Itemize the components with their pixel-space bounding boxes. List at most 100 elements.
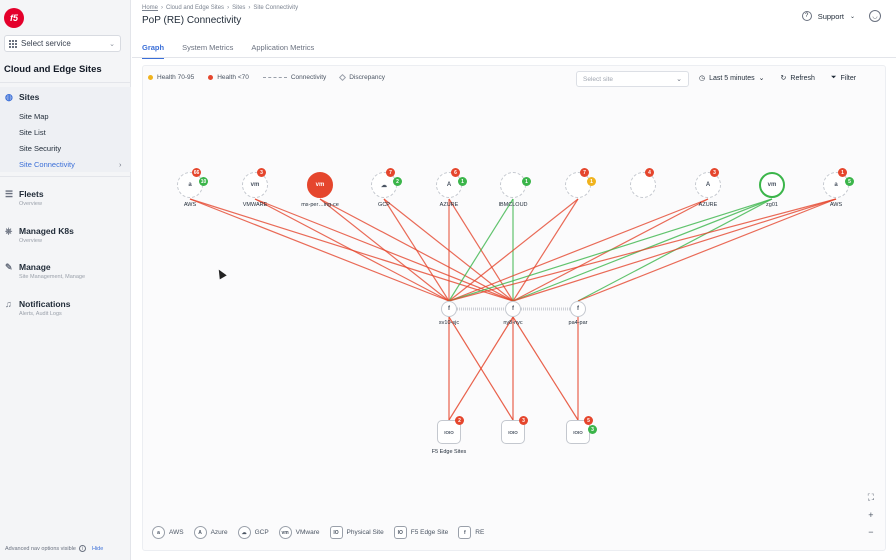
connectivity-edge[interactable]	[448, 316, 514, 421]
legend-connectivity-label: Connectivity	[290, 74, 327, 81]
legend-f5-edge-label: F5 Edge Site	[410, 529, 449, 536]
f5-logo[interactable]: f5	[4, 8, 24, 28]
breadcrumb-current: Site Connectivity	[253, 5, 299, 11]
breadcrumb-sites[interactable]: Sites	[232, 5, 246, 11]
top-right-actions: ? Support ⌄ ◡	[801, 10, 881, 22]
nav-managed-k8s[interactable]: ⎈ Managed K8s	[5, 226, 74, 236]
time-range-select[interactable]: ◷ Last 5 minutes ⌄	[699, 74, 765, 83]
yellow-dot-icon	[148, 75, 153, 80]
nav-notifications[interactable]: ♫ Notifications	[5, 299, 70, 309]
connectivity-edge[interactable]	[319, 198, 450, 302]
nav-managed-k8s-label: Managed K8s	[19, 226, 74, 236]
site-select-placeholder: Select site	[583, 75, 613, 83]
support-button[interactable]: Support	[817, 11, 844, 21]
legend-re-label: RE	[475, 529, 485, 536]
service-select[interactable]: Select service ⌄	[4, 35, 121, 52]
page-title: PoP (RE) Connectivity	[142, 15, 242, 26]
connectivity-edge[interactable]	[383, 198, 450, 302]
health-bad-badge: 4	[645, 168, 654, 177]
re-node-pa4[interactable]: f	[570, 301, 586, 317]
health-warn-badge: 1	[587, 177, 596, 186]
refresh-label: Refresh	[790, 74, 815, 82]
connectivity-edge[interactable]	[512, 198, 837, 302]
connectivity-edge[interactable]	[448, 198, 837, 302]
nav-manage[interactable]: ✎ Manage	[5, 262, 51, 272]
filter-icon: ⏷	[830, 74, 837, 81]
nav-site-security[interactable]: Site Security	[19, 144, 62, 153]
breadcrumb-home[interactable]: Home	[142, 5, 159, 11]
connectivity-edge[interactable]	[577, 198, 837, 302]
section-title: Cloud and Edge Sites	[4, 64, 102, 75]
connectivity-edge[interactable]	[448, 198, 579, 302]
connectivity-edge[interactable]	[189, 198, 450, 302]
re-node-label: pa4-par	[568, 320, 588, 326]
legend-discrepancy-label: Discrepancy	[349, 74, 386, 81]
re-node-label: sv10-sjc	[438, 320, 460, 326]
health-good-badge: 10	[199, 177, 208, 186]
vmware-icon: vm	[278, 526, 292, 539]
health-bad-badge: 2	[455, 416, 464, 425]
connectivity-edge[interactable]	[512, 198, 579, 302]
site-node-label: VMWARE	[242, 202, 268, 208]
site-node-label: IBMCLOUD	[498, 202, 528, 208]
nav-fleets-sub: Overview	[19, 201, 42, 207]
connectivity-edge[interactable]	[448, 198, 514, 302]
service-select-label: Select service	[21, 39, 71, 48]
health-good-badge: 5	[845, 177, 854, 186]
connectivity-edge[interactable]	[512, 316, 579, 421]
legend-health-warn: Health 70-95	[148, 74, 194, 81]
health-good-badge: 1	[522, 177, 531, 186]
site-node-ibm[interactable]	[500, 172, 526, 198]
zoom-out-button[interactable]: −	[868, 527, 874, 537]
nav-site-connectivity-label: Site Connectivity	[19, 160, 75, 169]
site-node-label: AWS	[829, 202, 843, 208]
tab-application-metrics[interactable]: Application Metrics	[251, 43, 315, 52]
connectivity-edge[interactable]	[448, 198, 709, 302]
chevron-down-icon: ⌄	[849, 13, 855, 20]
legend-top: Health 70-95 Health <70 Connectivity Dis…	[148, 73, 386, 82]
tab-graph[interactable]: Graph	[142, 43, 165, 59]
graph-controls: ◷ Last 5 minutes ⌄ ↻ Refresh ⏷ Filter	[699, 74, 856, 82]
site-select[interactable]: Select site ⌄	[576, 71, 689, 87]
zoom-controls: ⛶ + −	[868, 492, 874, 537]
breadcrumb-cloud-edge[interactable]: Cloud and Edge Sites	[166, 5, 225, 11]
edge-node-label: F5 Edge Sites	[431, 449, 467, 455]
health-bad-badge: 7	[580, 168, 589, 177]
sidebar: f5 Select service ⌄ Cloud and Edge Sites…	[0, 0, 131, 560]
nav-notifications-label: Notifications	[19, 299, 71, 309]
nav-site-list[interactable]: Site List	[19, 128, 46, 137]
health-good-badge: 1	[458, 177, 467, 186]
f5-edge-site-icon: IO	[393, 526, 407, 539]
refresh-button[interactable]: ↻ Refresh	[781, 74, 815, 83]
fit-view-icon[interactable]: ⛶	[867, 492, 874, 502]
filter-label: Filter	[840, 74, 857, 82]
nav-fleets-label: Fleets	[19, 189, 44, 199]
health-bad-badge: 3	[710, 168, 719, 177]
hide-link[interactable]: Hide	[91, 545, 104, 552]
zoom-in-button[interactable]: +	[868, 510, 874, 520]
nav-site-connectivity[interactable]: Site Connectivity ›	[19, 160, 122, 169]
site-node-label: ms-per…ing-ce	[301, 202, 339, 208]
site-node-zg01[interactable]: vm	[759, 172, 785, 198]
support-icon: ?	[801, 11, 812, 21]
nav-fleets[interactable]: ☰ Fleets	[5, 189, 44, 199]
site-node-label: AZURE	[439, 202, 459, 208]
site-node-vmware[interactable]: vm	[242, 172, 268, 198]
tabs: Graph System Metrics Application Metrics	[142, 43, 314, 59]
connectivity-edge[interactable]	[448, 198, 773, 302]
filter-button[interactable]: ⏷ Filter	[831, 74, 856, 82]
connectivity-edge[interactable]	[254, 198, 450, 302]
re-node-ny8[interactable]: f	[505, 301, 521, 317]
site-node-ms[interactable]: vm	[307, 172, 333, 198]
chevron-down-icon: ⌄	[676, 76, 682, 83]
physical-site-icon: IO	[329, 526, 343, 539]
user-avatar-icon[interactable]: ◡	[869, 10, 881, 22]
nav-site-map[interactable]: Site Map	[19, 112, 49, 121]
re-node-sv10[interactable]: f	[441, 301, 457, 317]
legend-azure-label: Azure	[210, 529, 228, 536]
tab-system-metrics[interactable]: System Metrics	[182, 43, 234, 52]
nav-sites[interactable]: ◍ Sites	[5, 92, 39, 102]
azure-icon: A	[193, 526, 207, 539]
health-bad-badge: 3	[519, 416, 528, 425]
